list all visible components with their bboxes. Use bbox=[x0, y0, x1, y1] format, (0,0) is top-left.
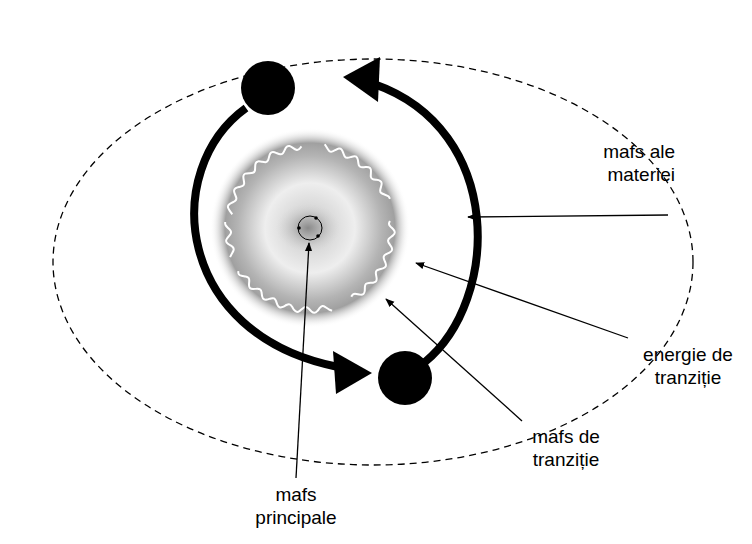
orbit-arrow bbox=[374, 84, 478, 362]
center-dot bbox=[316, 234, 320, 238]
leader-line bbox=[386, 299, 522, 421]
matter-body bbox=[378, 351, 432, 405]
leader-line bbox=[416, 263, 628, 338]
center-dot bbox=[297, 226, 301, 230]
wave-line bbox=[228, 146, 302, 214]
wave-line bbox=[351, 221, 394, 297]
matter-body bbox=[241, 61, 295, 115]
orbit-arrow bbox=[194, 108, 338, 367]
callout-label: mafs ale materiei bbox=[560, 140, 675, 186]
wave-line bbox=[238, 271, 332, 313]
arrow-head bbox=[333, 351, 372, 394]
callout-label: mafs principale bbox=[245, 483, 347, 529]
callout-label: energie de tranziție bbox=[632, 343, 744, 389]
leader-line bbox=[468, 215, 668, 217]
transition-glow bbox=[210, 128, 410, 328]
wave-line bbox=[225, 222, 234, 257]
wave-ring bbox=[225, 144, 395, 313]
center-dot bbox=[314, 216, 318, 220]
callout-label: mafs de tranziție bbox=[510, 425, 622, 471]
arrow-head bbox=[343, 57, 380, 102]
center-circle bbox=[298, 216, 322, 240]
dashed-ellipse bbox=[53, 59, 693, 465]
wave-line bbox=[325, 144, 390, 199]
leader-line bbox=[296, 243, 309, 478]
core-blob bbox=[276, 204, 340, 252]
